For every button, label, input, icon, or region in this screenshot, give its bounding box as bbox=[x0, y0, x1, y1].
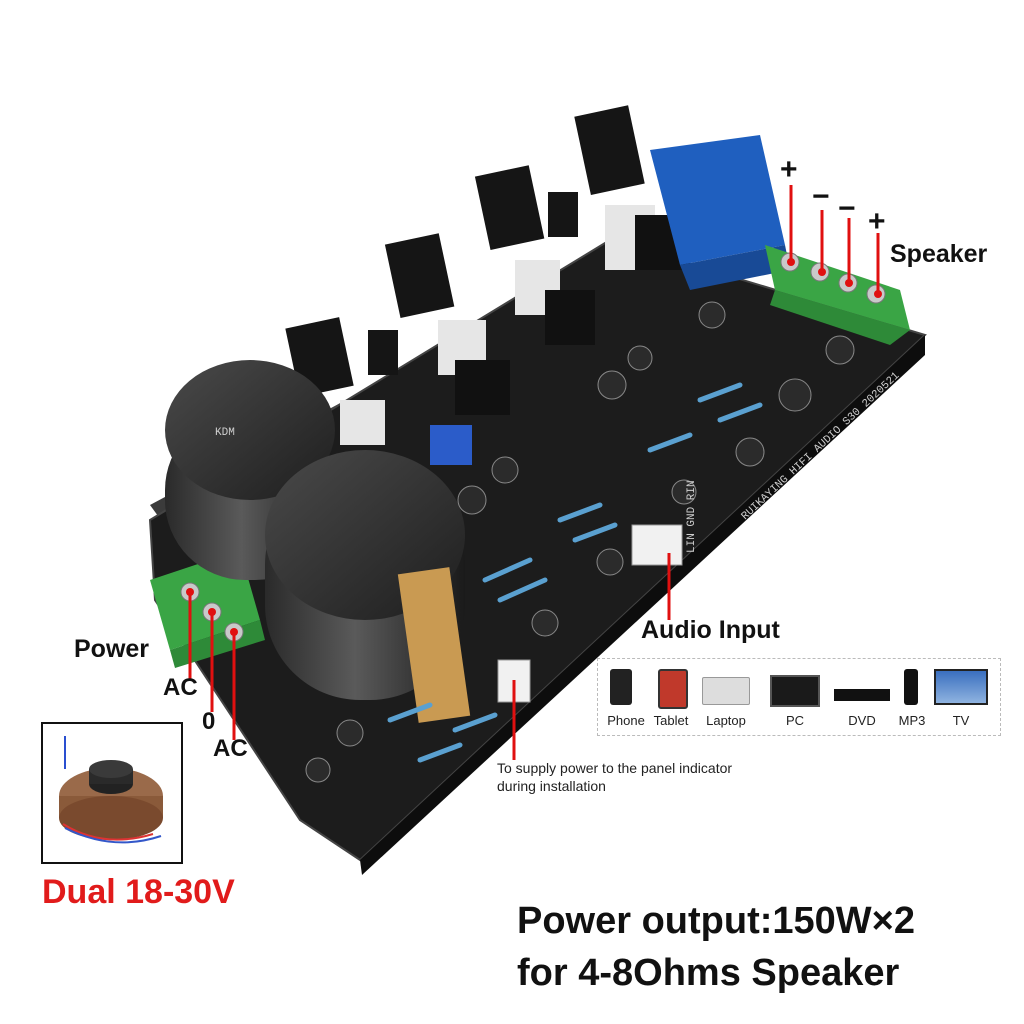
small-capacitors bbox=[305, 301, 855, 783]
driver-transistors bbox=[455, 215, 690, 415]
input-pins-silkscreen: LIN GND RIN bbox=[686, 480, 698, 553]
device-label-pc: PC bbox=[785, 713, 805, 728]
power-output-label: Power output:150W×2 bbox=[517, 900, 915, 942]
ac-label-2: AC bbox=[213, 735, 248, 762]
tablet-icon bbox=[658, 669, 688, 709]
speaker-terminal-block bbox=[765, 245, 910, 345]
transformer-inset bbox=[41, 722, 183, 864]
trim-potentiometer bbox=[430, 425, 472, 465]
filter-capacitor-right bbox=[265, 450, 471, 723]
speaker-plus-right-label: + bbox=[868, 205, 886, 238]
speaker-impedance-label: for 4-8Ohms Speaker bbox=[517, 952, 900, 994]
device-label-dvd: DVD bbox=[848, 713, 876, 728]
capacitor-brand-label: KDM bbox=[215, 427, 235, 439]
resistors bbox=[387, 382, 763, 763]
toroidal-transformer-icon bbox=[59, 736, 163, 844]
pointer-lines bbox=[188, 185, 880, 760]
audio-input-connector bbox=[631, 524, 683, 566]
device-label-phone: Phone bbox=[607, 713, 645, 728]
mp3-icon bbox=[904, 669, 918, 705]
source-devices-panel: Phone Tablet Laptop PC DVD MP3 TV bbox=[597, 658, 1001, 736]
speaker-minus-right-label: − bbox=[838, 192, 856, 225]
device-label-laptop: Laptop bbox=[706, 713, 746, 728]
supply-note-line2: during installation bbox=[497, 778, 606, 794]
relay bbox=[650, 135, 790, 290]
supply-note: To supply power to the panel indicator d… bbox=[497, 759, 827, 795]
speaker-label: Speaker bbox=[890, 240, 988, 268]
device-label-tv: TV bbox=[952, 713, 970, 728]
speaker-plus-left-label: + bbox=[780, 153, 798, 186]
speaker-minus-left-label: − bbox=[812, 180, 830, 213]
power-label: Power bbox=[74, 635, 150, 663]
device-label-mp3: MP3 bbox=[898, 713, 926, 728]
voltage-label: Dual 18-30V bbox=[42, 873, 235, 911]
ac-label-1: AC bbox=[163, 674, 198, 701]
supply-note-line1: To supply power to the panel indicator bbox=[497, 760, 733, 776]
audio-input-label: Audio Input bbox=[641, 616, 780, 644]
pc-icon bbox=[770, 675, 820, 707]
device-label-tablet: Tablet bbox=[653, 713, 689, 728]
tv-icon bbox=[934, 669, 988, 705]
filter-capacitor-left: KDM bbox=[165, 360, 335, 580]
laptop-icon bbox=[702, 677, 750, 705]
phone-icon bbox=[610, 669, 632, 705]
zero-label: 0 bbox=[202, 708, 216, 735]
dvd-icon bbox=[834, 689, 890, 701]
